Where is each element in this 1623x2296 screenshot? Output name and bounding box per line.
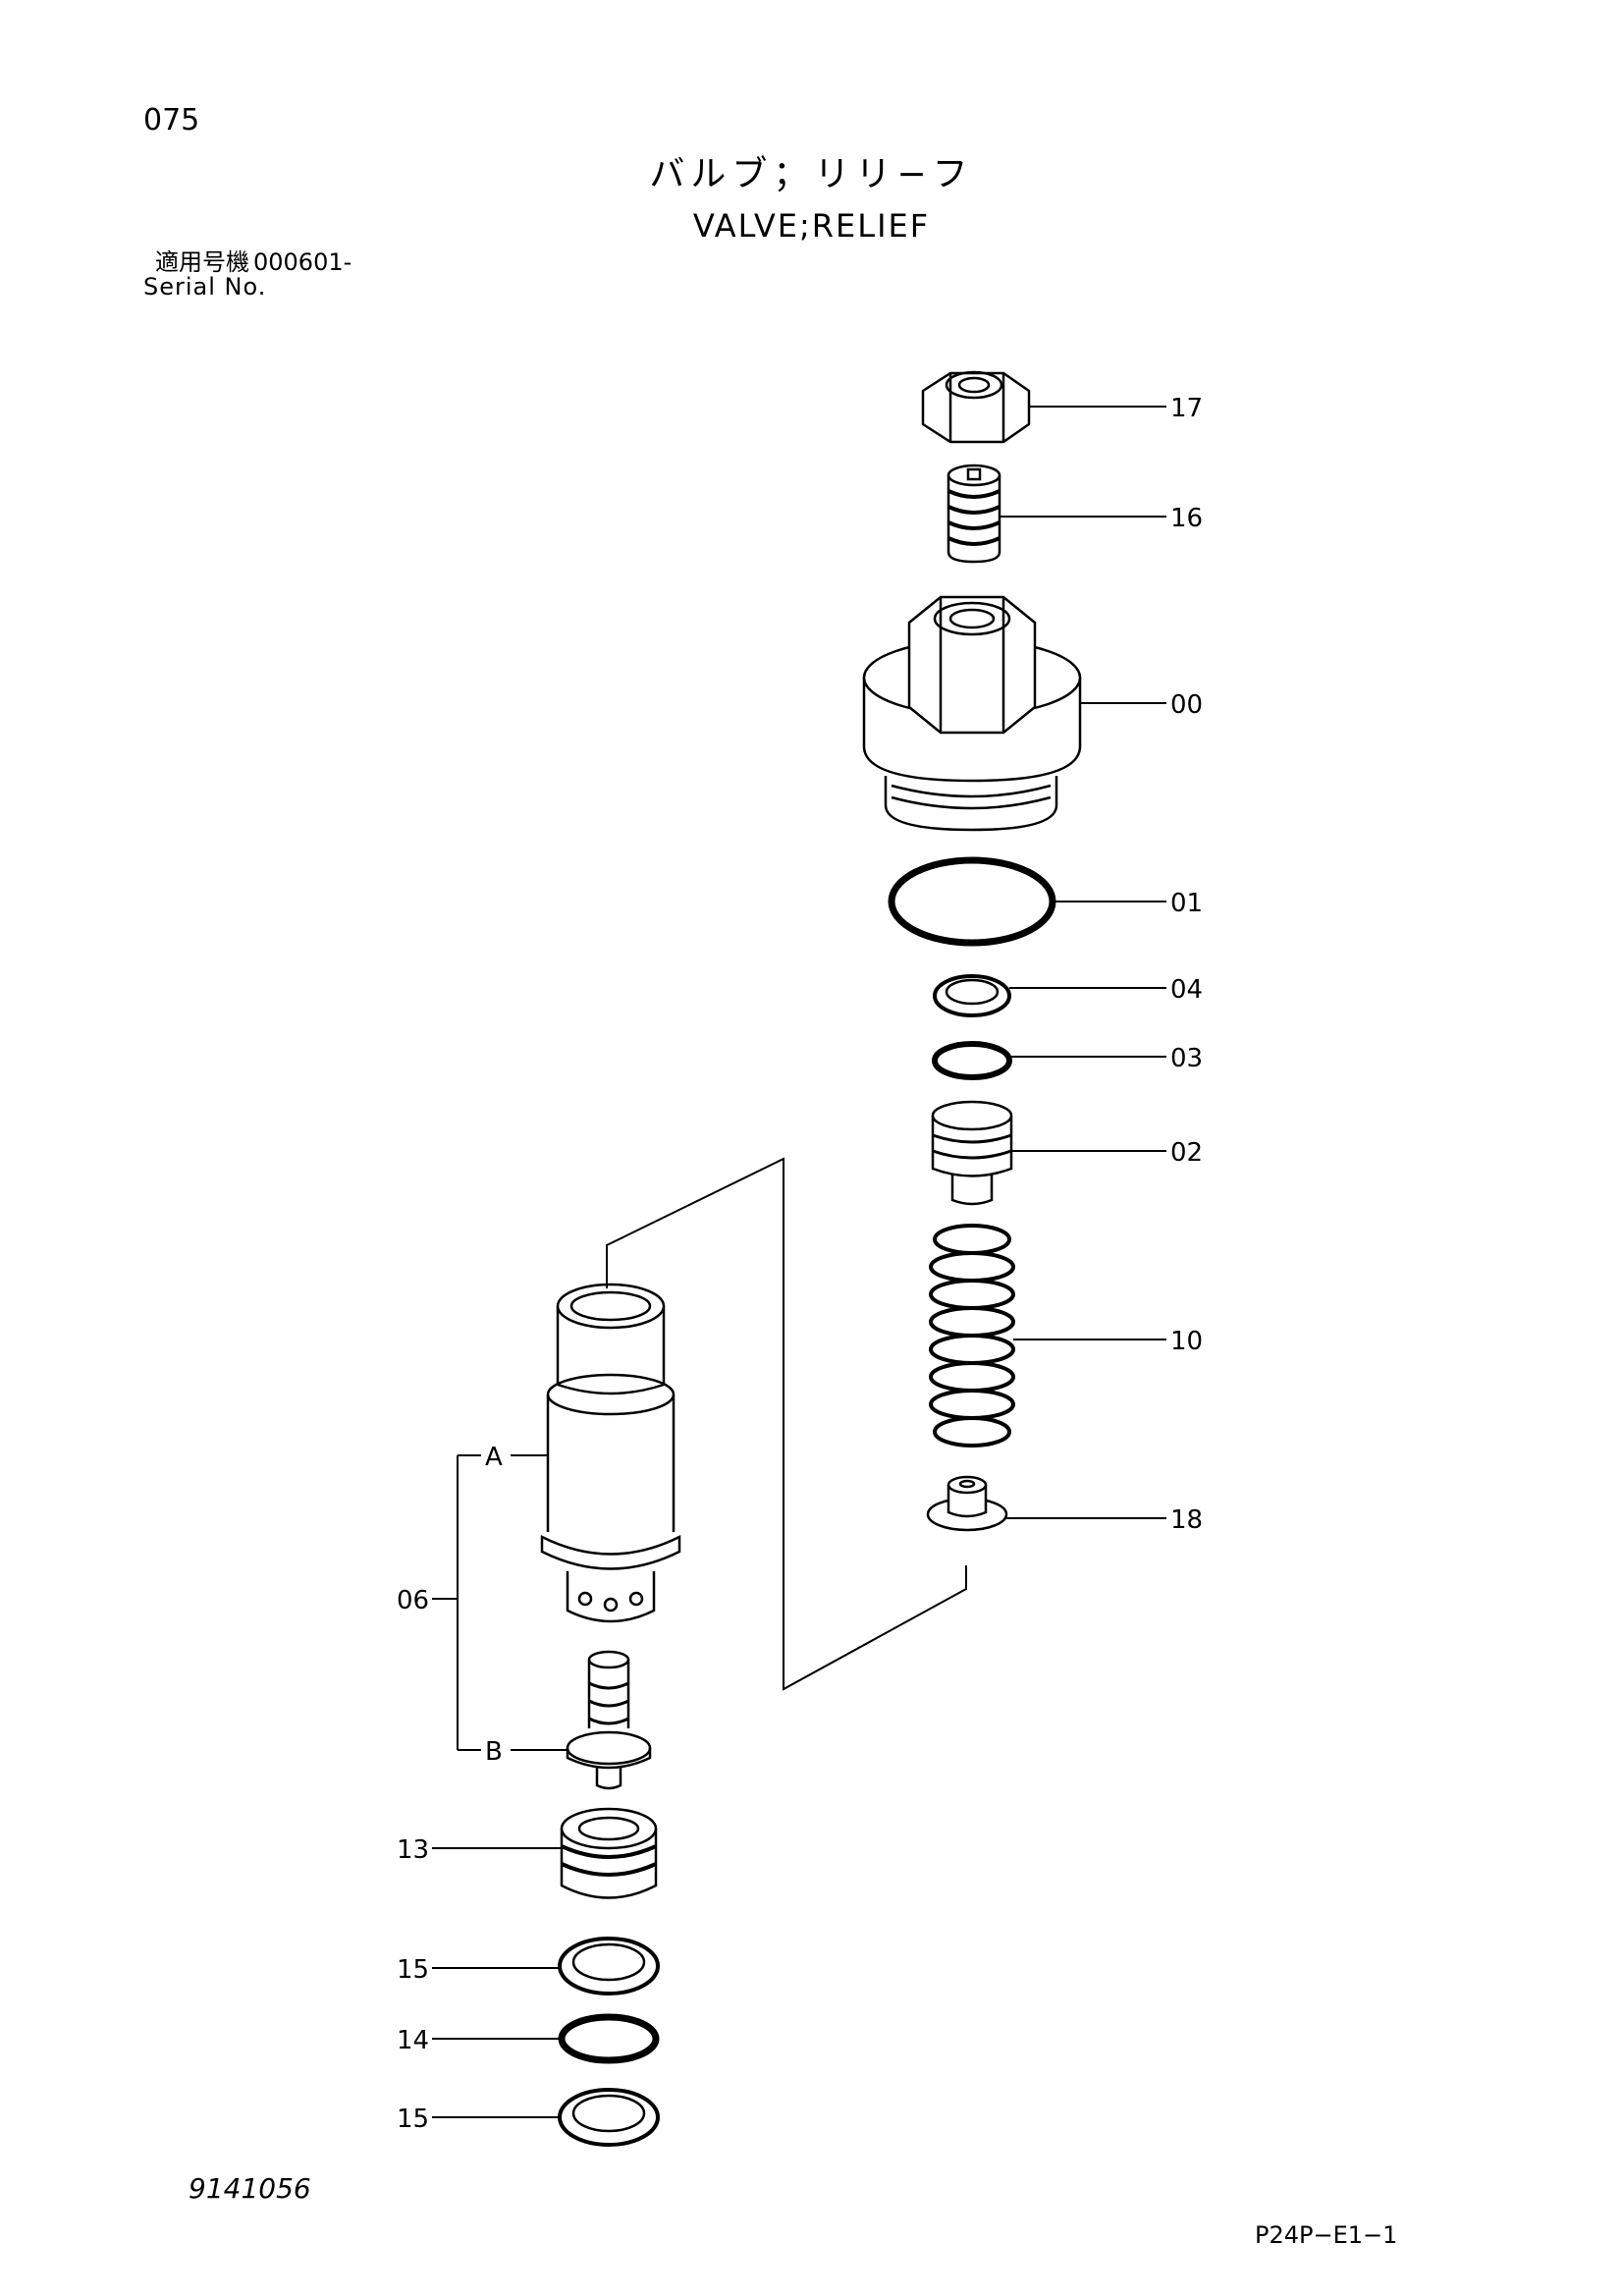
label-part-16: 16 bbox=[1170, 504, 1203, 533]
part-02-poppet bbox=[931, 1100, 1013, 1206]
label-part-17: 17 bbox=[1170, 394, 1203, 423]
label-part-03: 03 bbox=[1170, 1044, 1203, 1073]
assembly-path-line bbox=[606, 1157, 967, 1691]
part-13-bushing bbox=[560, 1807, 658, 1899]
title-english: VALVE;RELIEF bbox=[692, 207, 931, 245]
serial-label-japanese: 適用号機 bbox=[155, 248, 249, 276]
leader-lines bbox=[432, 406, 1166, 2118]
label-part-02: 02 bbox=[1170, 1138, 1203, 1168]
page-code: P24P−E1−1 bbox=[1255, 2221, 1398, 2249]
part-17-nut bbox=[921, 370, 1031, 444]
part-14-o-ring bbox=[558, 2013, 660, 2064]
label-part-13: 13 bbox=[397, 1835, 429, 1865]
part-03-o-ring bbox=[932, 1041, 1012, 1080]
part-06-b-plunger bbox=[566, 1650, 652, 1790]
part-04-backup-ring bbox=[933, 974, 1011, 1017]
label-part-00: 00 bbox=[1170, 690, 1203, 720]
label-part-01: 01 bbox=[1170, 889, 1203, 918]
label-part-04: 04 bbox=[1170, 975, 1203, 1005]
part-16-screw bbox=[947, 464, 1001, 564]
label-part-18: 18 bbox=[1170, 1505, 1203, 1535]
serial-number-value: 000601- bbox=[253, 248, 352, 276]
label-sub-b: B bbox=[485, 1737, 503, 1767]
part-18-spring-seat bbox=[926, 1475, 1008, 1532]
part-06-a-sleeve bbox=[540, 1283, 681, 1623]
part-10-spring bbox=[929, 1224, 1015, 1448]
label-part-15-top: 15 bbox=[397, 1955, 429, 1985]
part-15-backup-ring-top bbox=[558, 1937, 660, 1995]
part-15-backup-ring-bottom bbox=[558, 2088, 660, 2147]
label-sub-a: A bbox=[485, 1443, 503, 1472]
page-number: 075 bbox=[143, 103, 200, 137]
part-01-o-ring bbox=[888, 856, 1056, 947]
label-part-14: 14 bbox=[397, 2026, 429, 2055]
label-part-06: 06 bbox=[397, 1586, 429, 1615]
document-number: 9141056 bbox=[189, 2172, 311, 2205]
title-japanese: バルブ；リリ−フ bbox=[649, 154, 974, 194]
label-part-10: 10 bbox=[1170, 1327, 1203, 1356]
label-part-15-bottom: 15 bbox=[397, 2105, 429, 2134]
serial-label-english: Serial No. bbox=[143, 273, 267, 301]
part-00-plug bbox=[862, 595, 1082, 832]
